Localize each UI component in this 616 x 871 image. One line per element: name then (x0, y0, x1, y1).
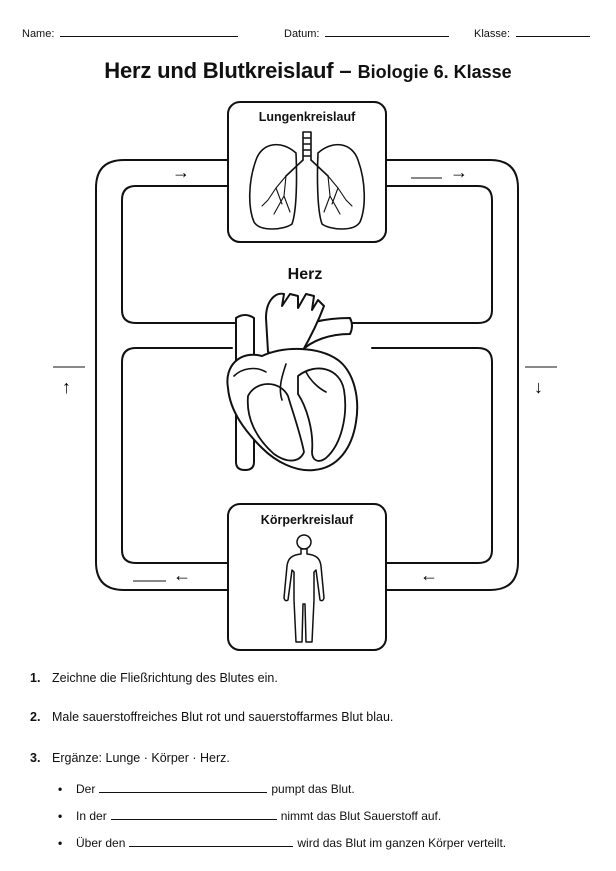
lungs-icon (248, 131, 366, 230)
lower-inner-vessel (121, 347, 493, 564)
arrow-right-side: ↓ (534, 377, 543, 397)
human-figure-icon (283, 534, 325, 643)
heart-icon (226, 292, 359, 472)
name-blank[interactable] (60, 26, 239, 37)
class-blank[interactable] (516, 26, 591, 37)
name-label: Name: (22, 28, 55, 40)
task-number: 1. (30, 671, 41, 685)
upper-inner-vessel (121, 185, 493, 324)
heart-label: Herz (288, 266, 323, 283)
arrow-bottom-right: ← (420, 565, 438, 585)
fill-in-blank[interactable] (129, 834, 294, 847)
fill-in-before: Über den (76, 836, 126, 850)
bullet: • (58, 809, 63, 823)
fill-in-3: • Über den wird das Blut im ganzen Körper … (58, 834, 506, 850)
class-field[interactable]: Klasse: (474, 26, 591, 40)
fill-in-before: In der (76, 809, 107, 823)
bullet: • (58, 782, 63, 796)
task-number: 3. (30, 751, 41, 765)
fill-in-blank[interactable] (110, 807, 277, 820)
task-text: Zeichne die Fließrichtung des Blutes ein… (52, 671, 278, 685)
fill-in-after: wird das Blut im ganzen Körper verteilt. (297, 836, 507, 850)
page-title: Herz und Blutkreislauf–Biologie 6. Klass… (0, 58, 616, 84)
task-1: 1. Zeichne die Fließrichtung des Blutes e… (30, 671, 278, 685)
fill-in-before: Der (76, 782, 96, 796)
title-dash: – (339, 58, 352, 83)
body-label: Körperkreislauf (261, 513, 354, 527)
date-field[interactable]: Datum: (284, 26, 450, 40)
outer-vessel-loop (95, 159, 519, 591)
fill-in-after: nimmt das Blut Sauerstoff auf. (280, 809, 442, 823)
fill-in-2: • In der nimmt das Blut Sauerstoff auf. (58, 807, 441, 823)
fill-in-after: pumpt das Blut. (271, 782, 355, 796)
task-number: 2. (30, 710, 41, 724)
fill-in-1: • Der pumpt das Blut. (58, 780, 355, 796)
arrow-bottom-left: ← (173, 565, 191, 585)
arrow-top-left: → (172, 162, 190, 182)
task-text: Male sauerstoffreiches Blut rot und saue… (52, 710, 394, 724)
class-label: Klasse: (474, 28, 511, 40)
title-sub: Biologie 6. Klasse (357, 62, 512, 82)
date-blank[interactable] (325, 26, 450, 37)
lung-box (227, 101, 387, 243)
task-3: 3. Ergänze: Lunge · Körper · Herz. (30, 751, 230, 765)
bullet: • (58, 836, 63, 850)
task-2: 2. Male sauerstoffreiches Blut rot und sa… (30, 710, 393, 724)
date-label: Datum: (284, 28, 320, 40)
fill-in-blank[interactable] (99, 780, 268, 793)
arrow-top-right: → (450, 162, 468, 182)
lung-label: Lungenkreislauf (259, 110, 356, 124)
title-main: Herz und Blutkreislauf (104, 58, 334, 83)
name-field[interactable]: Name: (22, 26, 239, 40)
arrow-left-side: ↑ (62, 377, 71, 397)
task-text: Ergänze: Lunge · Körper · Herz. (52, 751, 230, 765)
